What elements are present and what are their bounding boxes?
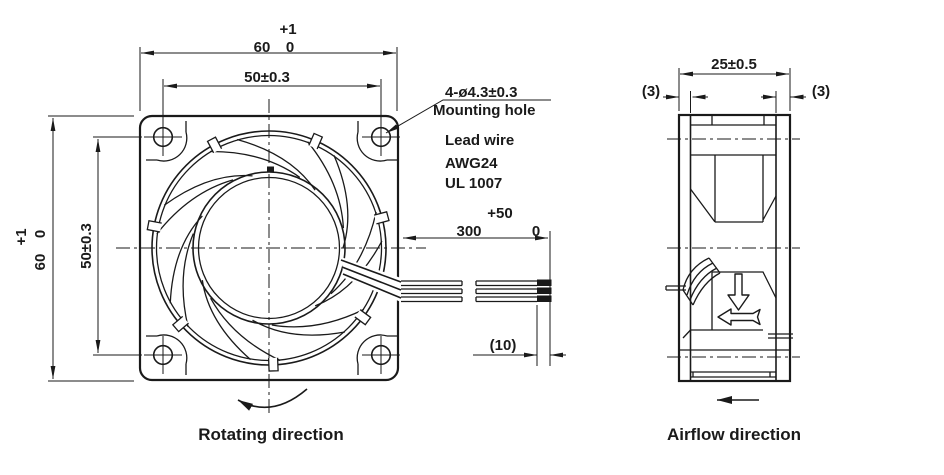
front-dimensions: 60 +1 0 50±0.3 60 +1 0 50±0.3 4-ø4.3±0.3 (13, 21, 566, 444)
mounting-hole (362, 336, 400, 374)
hub-index-mark (267, 166, 274, 173)
airflow-direction: Airflow direction (667, 396, 801, 444)
mounting-hole-note-line1: 4-ø4.3±0.3 (445, 84, 517, 101)
side-dimensions: 25±0.5 (3) (3) Airflow direction (642, 56, 830, 444)
lead-wire-note: Lead wire AWG24 UL 1007 (445, 132, 514, 192)
leader-line (385, 99, 551, 134)
dimension-flange-right: (3) (761, 83, 830, 113)
lead-wire-note-line1: Lead wire (445, 132, 514, 149)
dim-flange-right-value: (3) (812, 83, 830, 100)
stripped-wire-tips (537, 279, 552, 302)
lead-wire-note-line3: UL 1007 (445, 175, 502, 192)
side-view (665, 113, 800, 383)
dim-depth-value: 25±0.5 (711, 56, 757, 73)
fan-frame (138, 114, 400, 382)
dimension-front-height: 60 +1 0 (13, 115, 134, 382)
rotation-arrow-icon (237, 388, 308, 411)
lead-wire (340, 257, 552, 303)
mounting-hole (144, 336, 182, 374)
side-hub-bottom (679, 271, 793, 378)
front-view (116, 99, 552, 414)
dim-height-value: 60 (32, 254, 49, 271)
dimension-depth: 25±0.5 (678, 56, 791, 111)
dim-pitch-h-value: 50±0.3 (244, 69, 290, 86)
side-frame-inner-walls (689, 115, 777, 381)
rotating-direction-label: Rotating direction (198, 425, 343, 444)
dimension-hole-pitch-v: 50±0.3 (78, 136, 142, 356)
airflow-direction-label: Airflow direction (667, 425, 801, 444)
hub-inner (197, 176, 341, 320)
dimension-hole-pitch-h: 50±0.3 (162, 69, 382, 121)
lead-wire-note-line2: AWG24 (445, 155, 498, 172)
side-centerlines (667, 138, 800, 358)
dim-height-tol-plus: +1 (13, 228, 30, 245)
dim-wire-length-tol-plus: +50 (487, 205, 512, 222)
rotating-direction: Rotating direction (198, 388, 344, 444)
dim-width-tol-plus: +1 (279, 21, 296, 38)
dim-width-value: 60 (254, 39, 271, 56)
left-arrow-icon (717, 308, 761, 326)
dim-width-tol-minus: 0 (286, 39, 294, 56)
dim-strip-length-value: (10) (490, 337, 517, 354)
side-wire-stub (665, 285, 686, 291)
dim-height-tol-minus: 0 (32, 230, 49, 238)
dim-wire-length-value: 300 (456, 223, 481, 240)
dimension-front-width: 60 +1 0 (139, 21, 398, 111)
down-arrow-icon (727, 273, 750, 311)
dim-flange-left-value: (3) (642, 83, 660, 100)
mounting-holes (144, 118, 400, 374)
mounting-hole-note-line2: Mounting hole (433, 102, 535, 119)
dimension-strip-length: (10) (473, 305, 566, 366)
side-hub-top (689, 115, 777, 223)
dimension-wire-length: 300 +50 0 (403, 205, 551, 366)
mounting-hole (144, 118, 182, 156)
dimension-flange-left: (3) (642, 83, 708, 113)
side-frame (677, 113, 792, 383)
mounting-hole (362, 118, 400, 156)
dim-wire-length-tol-minus: 0 (532, 223, 540, 240)
side-blade-section (682, 257, 721, 306)
mounting-hole-note: 4-ø4.3±0.3 Mounting hole (385, 84, 551, 134)
dim-pitch-v-value: 50±0.3 (78, 223, 95, 269)
corner-webs (146, 121, 397, 375)
